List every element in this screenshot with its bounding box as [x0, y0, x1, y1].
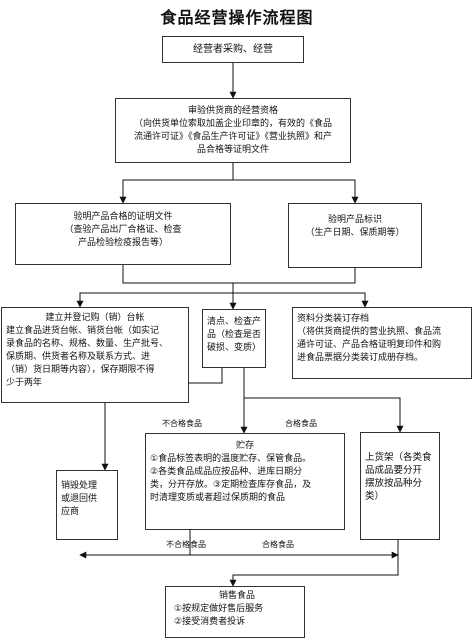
arrow-to-archive: [233, 292, 369, 308]
node-audit: 审验供货商的经营资格 （向供货单位索取加盖企业印章的，有效的《食品 流通许可证》…: [115, 98, 351, 163]
arrow-inspect-qualified: [243, 368, 404, 433]
node-inspect: 清点、检查产 品（检查是否 破损、变质）: [202, 309, 266, 368]
edge-label-unqualified-bottom: 不合格食品: [166, 540, 206, 549]
edge-label-qualified-top: 合格食品: [285, 419, 317, 428]
node-storage: 贮存 ①食品标签表明的温度贮存、保管食品。 ②各类食品成品应按品种、进库日期分 …: [145, 433, 345, 530]
node-archive: 资料分类装订存档 （将供货商提供的营业执照、食品流 通许可证、产品合格证明复印件…: [292, 307, 472, 379]
page-title: 食品经营操作流程图: [160, 8, 314, 27]
node-dispose: 销毁处理 或退回供 应商: [56, 470, 118, 540]
arrow-verify-label-merge: [233, 268, 356, 284]
arrow-audit-verify-label: [233, 179, 359, 204]
edge-label-unqualified-top: 不合格食品: [162, 419, 202, 428]
arrow-audit-verify-cert: [119, 163, 234, 204]
node-procure: 经营者采购、经营: [162, 36, 304, 63]
node-verify-cert: 验明产品合格的证明文件 （查验产品出厂合格证、检查 产品检验检疫报告等）: [15, 203, 231, 265]
arrow-verify-cert-merge: [122, 265, 233, 284]
node-sales: 销售食品 ①按规定做好售后服务 ②接受消费者投诉: [165, 586, 305, 638]
node-ledger: 建立并登记购（销）台帐 建立食品进货台帐、销货台帐（如实记 录食品的名称、规格、…: [1, 307, 189, 403]
node-verify-label: 验明产品标识 （生产日期、保质期等）: [288, 203, 422, 268]
arrow-to-ledger: [76, 292, 233, 308]
edge-label-qualified-bottom: 合格食品: [262, 540, 294, 549]
arrow-to-sales: [229, 568, 399, 587]
node-shelf: 上货架（各类食 品成品要分开 摆放按品种分 类）: [360, 432, 440, 540]
